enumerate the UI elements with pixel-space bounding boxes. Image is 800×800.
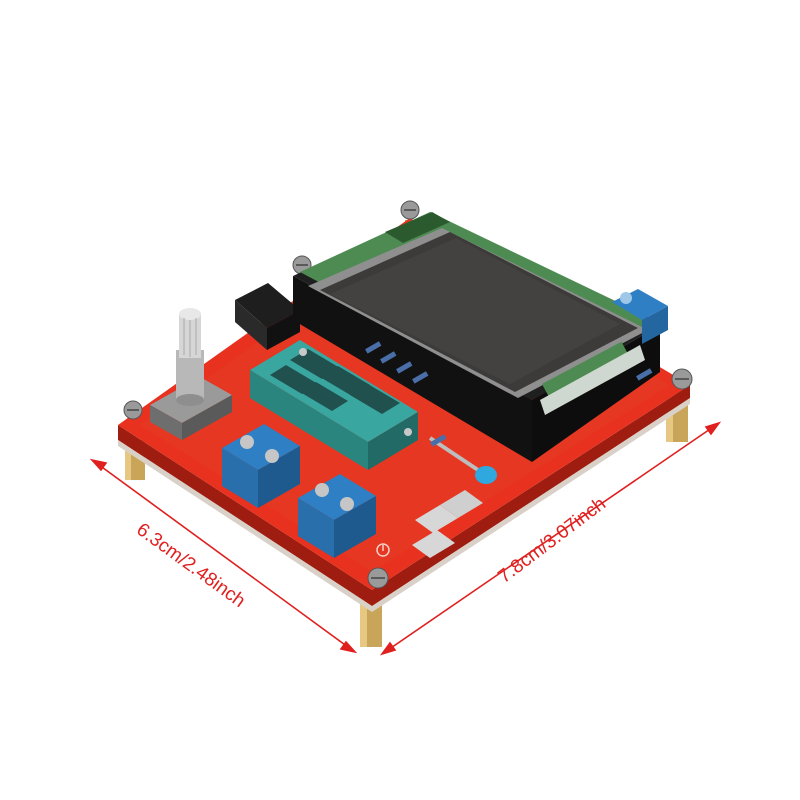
- power-icon: [376, 543, 390, 557]
- screw-terminal-left: [222, 424, 300, 508]
- screw-terminal-center: [298, 474, 376, 558]
- resistors: [365, 341, 653, 447]
- dimension-line-width: [379, 421, 722, 656]
- dc-power-jack: [235, 283, 300, 350]
- dimension-line-depth: [89, 458, 358, 654]
- rotary-encoder-knob: [150, 308, 232, 440]
- screw-terminal-right: [612, 289, 668, 344]
- lcd-display: [293, 212, 660, 462]
- zif-socket: [250, 340, 418, 470]
- test-pads: [412, 490, 483, 558]
